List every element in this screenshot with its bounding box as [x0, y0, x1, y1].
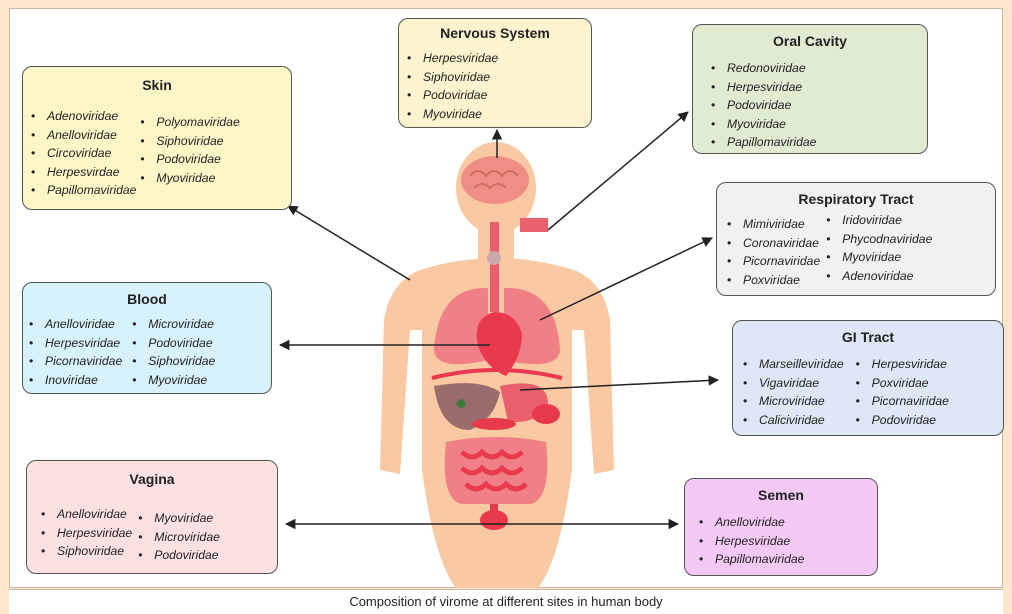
virus-family-item: Herpesvirdae — [31, 163, 136, 182]
virus-family-item: Adenoviridae — [826, 267, 932, 286]
virus-family-item: Myoviridae — [711, 115, 816, 134]
skin-box: Skin AdenoviridaeAnelloviridaeCircovirid… — [22, 66, 292, 210]
virus-family-item: Redonoviridae — [711, 59, 816, 78]
virus-family-item: Myoviridae — [138, 509, 220, 528]
nervous-system-title: Nervous System — [399, 25, 591, 41]
virus-family-item: Circoviridae — [31, 144, 136, 163]
virus-family-item: Papillomaviridae — [31, 181, 136, 200]
virus-family-item: Podoviridae — [138, 546, 220, 565]
virus-family-item: Podoviridae — [856, 411, 949, 430]
virus-family-item: Myoviridae — [826, 248, 932, 267]
vagina-list-left: AnelloviridaeHerpesviridaeSiphoviridae — [41, 505, 132, 565]
virus-family-item: Herpesviridae — [856, 355, 949, 374]
respiratory-tract-title: Respiratory Tract — [717, 191, 995, 207]
virus-family-item: Caliciviridae — [743, 411, 844, 430]
blood-box: Blood AnelloviridaeHerpesviridaePicornav… — [22, 282, 272, 394]
arrow-skin — [288, 206, 410, 280]
virus-family-item: Herpesviridae — [41, 524, 132, 543]
gi-list-right: HerpesviridaePoxviridaePicornaviridaePod… — [856, 355, 949, 429]
virus-family-item: Mimiviridae — [727, 215, 820, 234]
virus-family-item: Anelloviridae — [41, 505, 132, 524]
trachea-icon — [490, 222, 499, 312]
virus-family-item: Siphoviridae — [41, 542, 132, 561]
virus-family-item: Poxviridae — [856, 374, 949, 393]
virus-family-item: Siphoviridae — [140, 132, 239, 151]
virus-family-item: Iridoviridae — [826, 211, 932, 230]
virus-family-item: Papillomaviridae — [711, 133, 816, 152]
virus-family-item: Picornaviridae — [856, 392, 949, 411]
virus-family-item: Anelloviridae — [29, 315, 122, 334]
virus-family-item: Siphoviridae — [407, 68, 498, 87]
skin-list-left: AdenoviridaeAnelloviridaeCircoviridaeHer… — [31, 107, 136, 200]
virus-family-item: Picornaviridae — [29, 352, 122, 371]
semen-list: AnelloviridaeHerpesviridaePapillomavirid… — [699, 513, 804, 569]
gi-list-left: MarseilleviridaeVigaviridaeMicroviridaeC… — [743, 355, 844, 429]
spleen-icon — [532, 404, 560, 424]
nervous-system-list: HerpesviridaeSiphoviridaePodoviridaeMyov… — [407, 49, 498, 123]
virus-family-item: Anelloviridae — [31, 126, 136, 145]
virus-family-item: Phycodnaviridae — [826, 230, 932, 249]
virus-family-item: Anelloviridae — [699, 513, 804, 532]
blood-list-left: AnelloviridaeHerpesviridaePicornaviridae… — [29, 315, 122, 389]
gi-tract-box: GI Tract MarseilleviridaeVigaviridaeMicr… — [732, 320, 1004, 436]
virus-family-item: Polyomaviridae — [140, 113, 239, 132]
virus-family-item: Microviridae — [138, 528, 220, 547]
brain-icon — [461, 156, 529, 204]
vagina-list-right: MyoviridaeMicroviridaePodoviridae — [138, 509, 220, 565]
virus-family-item: Myoviridae — [407, 105, 498, 124]
oral-cavity-title: Oral Cavity — [693, 33, 927, 49]
nervous-system-box: Nervous System HerpesviridaeSiphoviridae… — [398, 18, 592, 128]
virus-family-item: Microviridae — [743, 392, 844, 411]
virus-family-item: Picornaviridae — [727, 252, 820, 271]
blood-title: Blood — [23, 291, 271, 307]
virus-family-item: Podoviridae — [132, 334, 215, 353]
virus-family-item: Poxviridae — [727, 271, 820, 290]
virus-family-item: Coronaviridae — [727, 234, 820, 253]
vagina-title: Vagina — [27, 471, 277, 487]
skin-title: Skin — [23, 77, 291, 93]
thyroid-icon — [487, 251, 501, 265]
virus-family-item: Myoviridae — [140, 169, 239, 188]
oral-cavity-box: Oral Cavity RedonoviridaeHerpesviridaePo… — [692, 24, 928, 154]
skin-list-right: PolyomaviridaeSiphoviridaePodoviridaeMyo… — [140, 113, 239, 200]
virus-family-item: Podoviridae — [711, 96, 816, 115]
virus-family-item: Inoviridae — [29, 371, 122, 390]
vagina-box: Vagina AnelloviridaeHerpesviridaeSiphovi… — [26, 460, 278, 574]
semen-title: Semen — [685, 487, 877, 503]
respiratory-tract-box: Respiratory Tract MimiviridaeCoronavirid… — [716, 182, 996, 296]
virus-family-item: Marseilleviridae — [743, 355, 844, 374]
blood-list-right: MicroviridaePodoviridaeSiphoviridaeMyovi… — [132, 315, 215, 389]
pancreas-icon — [472, 418, 516, 430]
bladder-icon — [480, 510, 508, 530]
figure-caption: Composition of virome at different sites… — [9, 589, 1003, 614]
respiratory-list-right: IridoviridaePhycodnaviridaeMyoviridaeAde… — [826, 211, 932, 289]
oral-cavity-list: RedonoviridaeHerpesviridaePodoviridaeMyo… — [711, 59, 816, 152]
virus-family-item: Podoviridae — [140, 150, 239, 169]
respiratory-list-left: MimiviridaeCoronaviridaePicornaviridaePo… — [727, 215, 820, 289]
virus-family-item: Podoviridae — [407, 86, 498, 105]
virus-family-item: Herpesviridae — [711, 78, 816, 97]
virus-family-item: Herpesviridae — [699, 532, 804, 551]
virus-family-item: Herpesviridae — [29, 334, 122, 353]
virus-family-item: Vigaviridae — [743, 374, 844, 393]
virus-family-item: Siphoviridae — [132, 352, 215, 371]
virus-family-item: Adenoviridae — [31, 107, 136, 126]
oral-airway-icon — [520, 218, 548, 232]
virus-family-item: Microviridae — [132, 315, 215, 334]
virus-family-item: Papillomaviridae — [699, 550, 804, 569]
gi-tract-title: GI Tract — [733, 329, 1003, 345]
virus-family-item: Herpesviridae — [407, 49, 498, 68]
virus-family-item: Myoviridae — [132, 371, 215, 390]
semen-box: Semen AnelloviridaeHerpesviridaePapillom… — [684, 478, 878, 576]
arrow-oral — [548, 112, 688, 230]
